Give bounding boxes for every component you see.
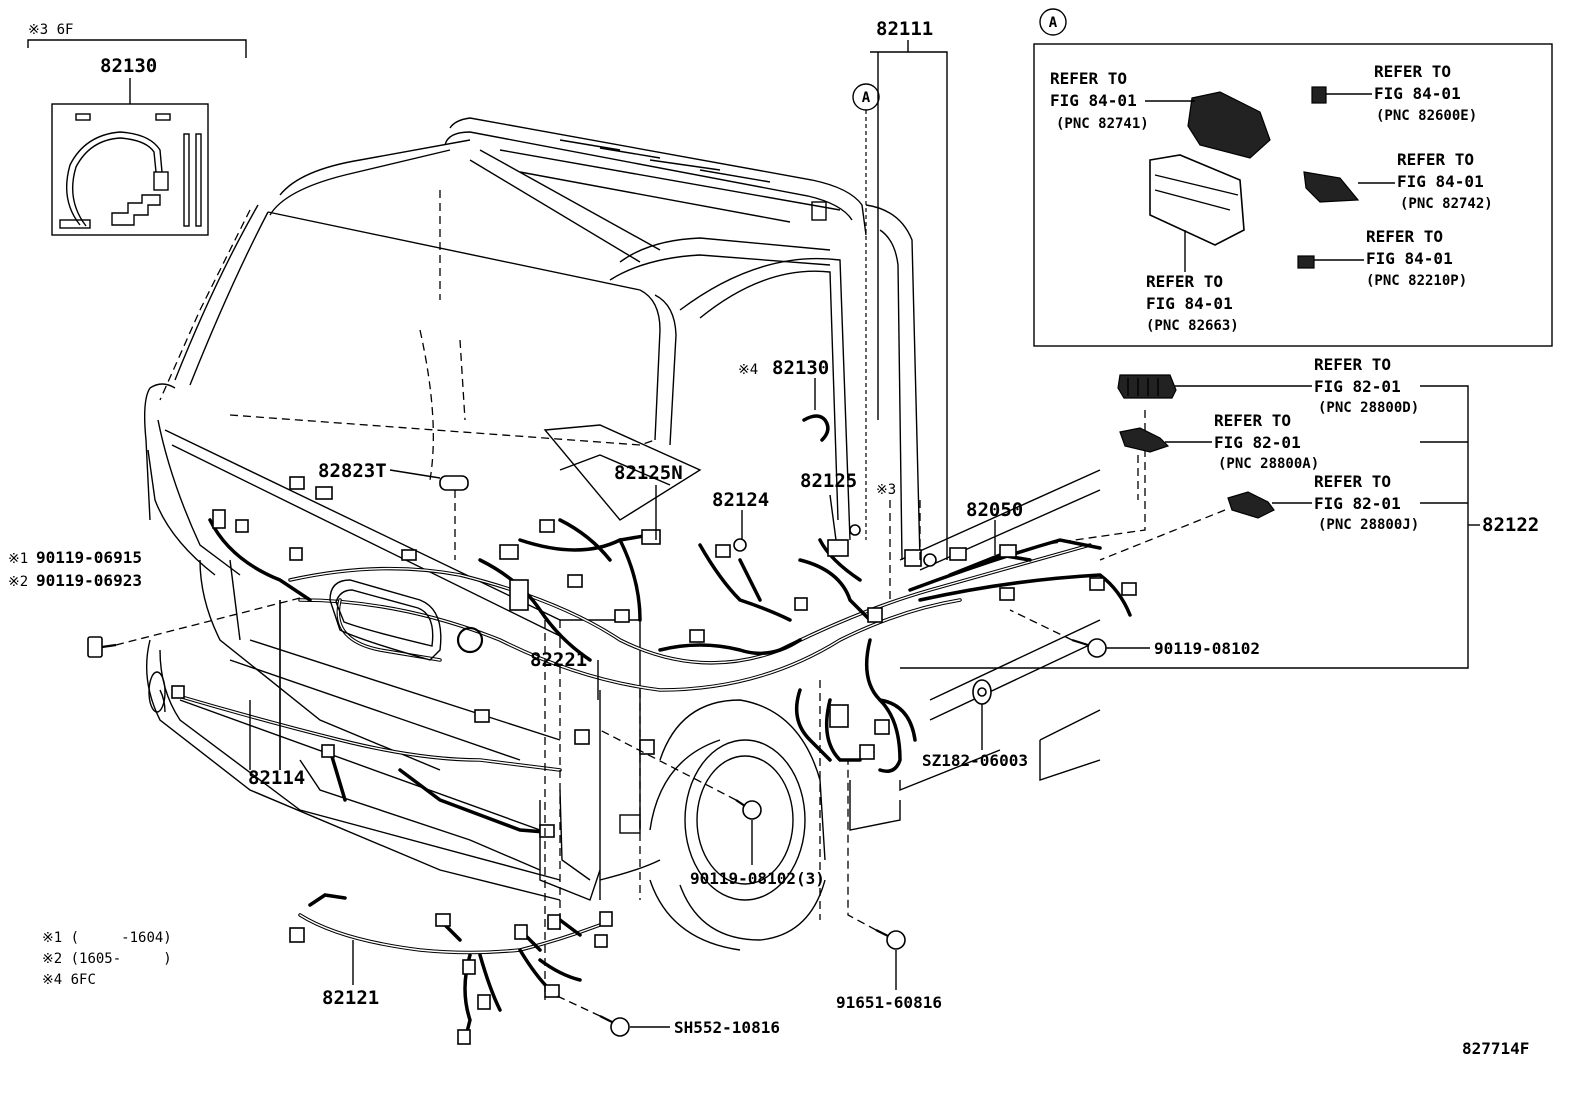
label-mark2: ※2 xyxy=(8,574,28,590)
label-90119-06915: 90119-06915 xyxy=(36,548,142,567)
label-90119-08102-3: 90119-08102(3) xyxy=(690,869,825,888)
leader-lines xyxy=(115,40,1480,1028)
right-ref-2-line1: REFER TO xyxy=(1214,411,1291,430)
inset-a: A REFER TO FIG 84-01 (PNC 82741) REFER T… xyxy=(1033,8,1553,347)
truck-cab xyxy=(143,117,1101,951)
footnotes: ※1 ( -1604) ※2 (1605- ) ※4 6FC xyxy=(42,930,172,988)
inset-ref-2-line1: REFER TO xyxy=(1374,62,1451,81)
relay-block-28800d-icon xyxy=(1117,374,1177,399)
right-ref-2-line2: FIG 82-01 xyxy=(1214,433,1301,452)
clip-icon xyxy=(972,679,992,705)
connector-82742-icon xyxy=(1303,171,1360,203)
fasteners xyxy=(87,636,1107,1037)
inset-a-label: A xyxy=(1049,15,1058,31)
label-82114: 82114 xyxy=(248,767,305,789)
relay-82210p-icon xyxy=(1297,255,1315,269)
label-SH552-10816: SH552-10816 xyxy=(674,1018,780,1037)
kit-box-82130: ※3 6F 82130 xyxy=(27,22,247,236)
inset-ref-3-line2: FIG 84-01 xyxy=(1397,172,1484,191)
label-82121: 82121 xyxy=(322,987,379,1009)
footnote-1: ※1 ( -1604) xyxy=(42,930,172,946)
bracket-28800j-icon xyxy=(1227,491,1275,519)
label-82111: 82111 xyxy=(876,18,933,40)
inset-ref-4-line2: FIG 84-01 xyxy=(1366,249,1453,268)
label-82221: 82221 xyxy=(530,649,587,671)
inset-ref-1-line1: REFER TO xyxy=(1050,69,1127,88)
footnote-2: ※2 (1605- ) xyxy=(42,951,172,967)
wire-harnesses xyxy=(173,414,1132,1042)
kit-box-header: ※3 6F xyxy=(28,22,73,38)
bolt-icon xyxy=(87,636,117,658)
relay-82600e-icon xyxy=(1311,86,1327,104)
right-ref-1-line1: REFER TO xyxy=(1314,355,1391,374)
bolt-icon xyxy=(875,929,906,950)
connectors xyxy=(171,475,1137,1045)
label-mark3-mid: ※3 xyxy=(876,482,896,498)
right-ref-1-line2: FIG 82-01 xyxy=(1314,377,1401,396)
part-labels: 82111 ※4 82130 82823T 82125N 82124 82125… xyxy=(8,18,1539,1037)
figure-code: 827714F xyxy=(1462,1039,1529,1058)
inset-ref-4-pnc: (PNC 82210P) xyxy=(1366,273,1467,289)
right-ref-3-line1: REFER TO xyxy=(1314,472,1391,491)
inset-ref-5-line1: REFER TO xyxy=(1146,272,1223,291)
label-90119-08102: 90119-08102 xyxy=(1154,639,1260,658)
label-mark4-mid: ※4 xyxy=(738,362,758,378)
ecu-82663-icon xyxy=(1149,154,1245,246)
bolt-icon xyxy=(735,799,762,820)
label-82823T: 82823T xyxy=(318,460,387,482)
right-ref-1-pnc: (PNC 28800D) xyxy=(1318,400,1419,416)
bolt-icon xyxy=(599,1015,630,1037)
label-82130-top: 82130 xyxy=(100,55,157,77)
right-ref-2-pnc: (PNC 28800A) xyxy=(1218,456,1319,472)
inset-ref-3-pnc: (PNC 82742) xyxy=(1400,196,1493,212)
label-82125: 82125 xyxy=(800,470,857,492)
right-ref-3-pnc: (PNC 28800J) xyxy=(1318,517,1419,533)
circle-marker-a: A xyxy=(852,83,880,111)
bracket-28800a-icon xyxy=(1119,427,1170,453)
inset-ref-5-pnc: (PNC 82663) xyxy=(1146,318,1239,334)
inset-ref-1-line2: FIG 84-01 xyxy=(1050,91,1137,110)
label-82050: 82050 xyxy=(966,499,1023,521)
label-90119-06923: 90119-06923 xyxy=(36,571,142,590)
ecu-82741-icon xyxy=(1187,91,1271,159)
bolt-icon xyxy=(1071,638,1107,658)
inset-ref-4-line1: REFER TO xyxy=(1366,227,1443,246)
label-82124: 82124 xyxy=(712,489,769,511)
inset-ref-3-line1: REFER TO xyxy=(1397,150,1474,169)
label-91651-60816: 91651-60816 xyxy=(836,993,942,1012)
right-refs: REFER TO FIG 82-01 (PNC 28800D) REFER TO… xyxy=(1117,355,1419,533)
inset-ref-5-line2: FIG 84-01 xyxy=(1146,294,1233,313)
inset-ref-1-pnc: (PNC 82741) xyxy=(1056,116,1149,132)
label-mark1: ※1 xyxy=(8,551,28,567)
label-82122: 82122 xyxy=(1482,514,1539,536)
circle-marker-a-text: A xyxy=(862,90,871,106)
footnote-3: ※4 6FC xyxy=(42,972,96,988)
inset-ref-2-pnc: (PNC 82600E) xyxy=(1376,108,1477,124)
right-ref-3-line2: FIG 82-01 xyxy=(1314,494,1401,513)
inset-ref-2-line2: FIG 84-01 xyxy=(1374,84,1461,103)
label-SZ182-06003: SZ182-06003 xyxy=(922,751,1028,770)
label-82125N: 82125N xyxy=(614,462,683,484)
label-82130-mid: 82130 xyxy=(772,357,829,379)
